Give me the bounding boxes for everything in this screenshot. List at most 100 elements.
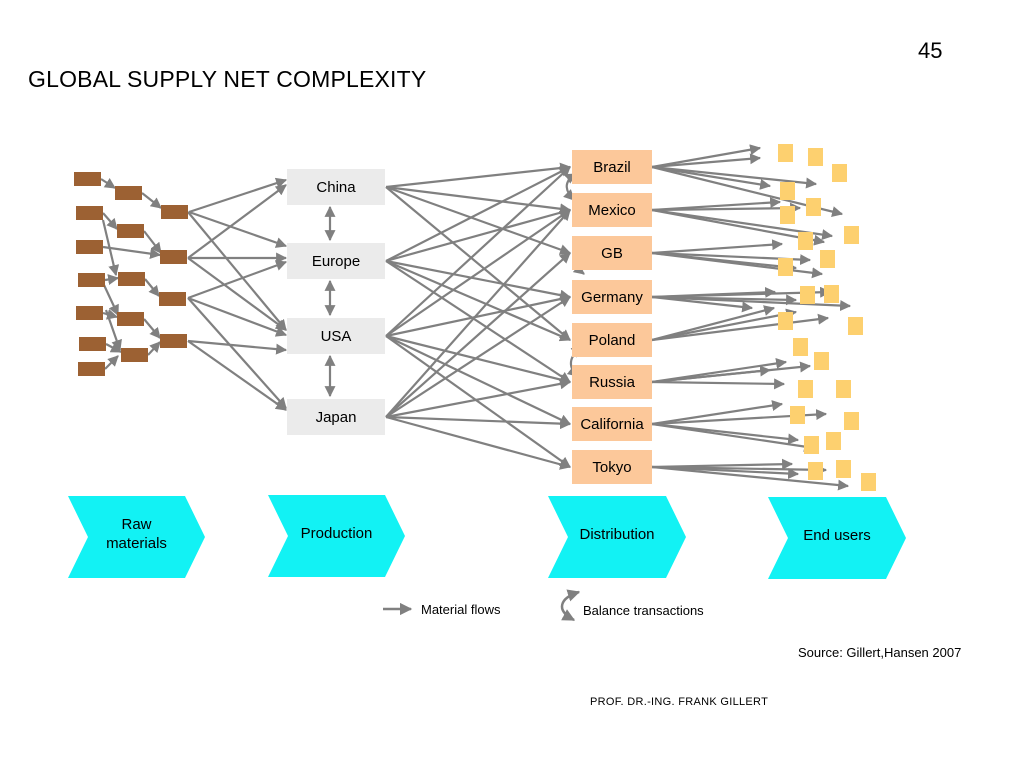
legend-icons: [383, 589, 581, 622]
end-user-node: [790, 406, 805, 424]
end-user-node: [826, 432, 841, 450]
raw-material-node: [115, 186, 142, 200]
end-user-node: [832, 164, 847, 182]
production-to-distribution-arrow: [385, 415, 572, 430]
raw-to-production-arrow: [188, 177, 288, 214]
end-user-node: [820, 250, 835, 268]
distribution-to-end-user-arrow: [651, 251, 824, 279]
distribution-to-end-user-arrow: [651, 313, 830, 342]
raw-material-node: [160, 334, 187, 348]
production-node-china: China: [287, 169, 385, 205]
end-user-node: [778, 258, 793, 276]
raw-to-production-arrow: [188, 210, 288, 248]
raw-to-production-arrow: [187, 297, 287, 409]
raw-material-node: [79, 337, 106, 351]
raw-flow-arrow: [143, 318, 161, 339]
stage-chevrons: [68, 495, 906, 579]
raw-flow-arrow: [104, 309, 122, 352]
end-user-node: [808, 148, 823, 166]
distribution-to-end-user-arrow: [651, 378, 786, 390]
production-to-distribution-arrow: [385, 209, 571, 418]
production-to-distribution-arrow: [385, 207, 572, 263]
end-user-node: [836, 460, 851, 478]
raw-to-production-arrow: [187, 184, 287, 259]
distribution-to-end-user-arrow: [651, 153, 762, 169]
distribution-node-mexico: Mexico: [572, 193, 652, 227]
raw-to-production-arrow: [187, 339, 288, 355]
production-to-distribution-arrow: [385, 415, 572, 470]
end-user-node: [844, 412, 859, 430]
raw-material-node: [78, 362, 105, 376]
production-to-distribution-arrow: [385, 185, 572, 255]
distribution-to-end-user-arrow: [651, 165, 818, 189]
end-user-node: [780, 182, 795, 200]
production-to-distribution-arrow: [385, 259, 572, 342]
production-to-distribution-arrow: [385, 166, 571, 262]
stage-raw-materials-label: Raw materials: [106, 516, 167, 552]
author-footer: PROF. DR.-ING. FRANK GILLERT: [590, 696, 769, 708]
end-user-node: [804, 436, 819, 454]
distribution-to-end-user-arrow: [651, 465, 800, 480]
raw-material-node: [161, 205, 188, 219]
distribution-to-end-user-arrow: [651, 208, 826, 246]
raw-flow-arrow: [144, 278, 160, 297]
raw-flow-arrow: [103, 284, 119, 316]
distribution-to-end-user-arrow: [651, 239, 784, 255]
distribution-to-end-user-arrow: [651, 400, 784, 426]
production-to-distribution-arrow: [385, 162, 572, 189]
production-to-distribution-arrow: [385, 335, 571, 425]
raw-flow-arrow: [104, 355, 119, 370]
raw-flow-arrow: [143, 230, 162, 254]
balance-transaction-legend-icon: [560, 589, 581, 622]
end-user-node: [798, 380, 813, 398]
raw-to-production-arrow: [187, 340, 287, 411]
production-to-distribution-arrow: [385, 185, 572, 215]
production-node-japan: Japan: [287, 399, 385, 435]
end-user-node: [806, 198, 821, 216]
end-user-node: [800, 286, 815, 304]
slide-title: GLOBAL SUPPLY NET COMPLEXITY: [28, 66, 427, 92]
stage-chevron: [268, 495, 405, 577]
raw-flow-arrow: [102, 308, 119, 320]
raw-material-node: [159, 292, 186, 306]
raw-material-nodes: [74, 172, 188, 376]
production-node-usa: USA: [287, 318, 385, 354]
end-user-node: [778, 312, 793, 330]
page-number: 45: [918, 38, 943, 63]
raw-flow-arrow: [101, 219, 120, 277]
raw-flow-arrow: [147, 341, 161, 356]
distribution-to-end-user-arrow: [651, 295, 754, 313]
distribution-to-end-user-arrow: [651, 165, 772, 190]
distribution-node-poland: Poland: [572, 323, 652, 357]
production-to-distribution-arrow: [385, 293, 572, 338]
distribution-to-end-user-arrow: [651, 305, 776, 342]
raw-material-node: [121, 348, 148, 362]
production-to-distribution-arrow: [385, 335, 571, 468]
distribution-to-end-user-arrow: [651, 361, 812, 384]
production-to-distribution-arrow: [385, 378, 572, 419]
production-to-distribution-arrow: [385, 186, 571, 341]
stage-chevron: [768, 497, 906, 579]
raw-to-production-arrow: [187, 260, 288, 300]
raw-flow-arrow: [102, 212, 118, 230]
end-user-node: [793, 338, 808, 356]
raw-flow-arrow: [102, 245, 162, 260]
end-user-nodes: [778, 144, 876, 491]
end-user-node: [808, 462, 823, 480]
production-to-distribution-arrow: [385, 296, 571, 418]
raw-material-node: [117, 312, 144, 326]
raw-flow-arrow: [104, 274, 120, 285]
end-user-node: [780, 206, 795, 224]
raw-to-production-arrow: [187, 211, 287, 331]
stage-end-users-label: End users: [803, 526, 871, 544]
distribution-node-gb: GB: [572, 236, 652, 270]
raw-material-node: [160, 250, 187, 264]
end-user-node: [778, 144, 793, 162]
distribution-node-russia: Russia: [572, 365, 652, 399]
distribution-node-tokyo: Tokyo: [572, 450, 652, 484]
end-user-node: [814, 352, 829, 370]
raw-material-node: [74, 172, 101, 186]
distribution-node-brazil: Brazil: [572, 150, 652, 184]
raw-to-production-arrow: [187, 257, 287, 331]
raw-material-node: [78, 273, 105, 287]
